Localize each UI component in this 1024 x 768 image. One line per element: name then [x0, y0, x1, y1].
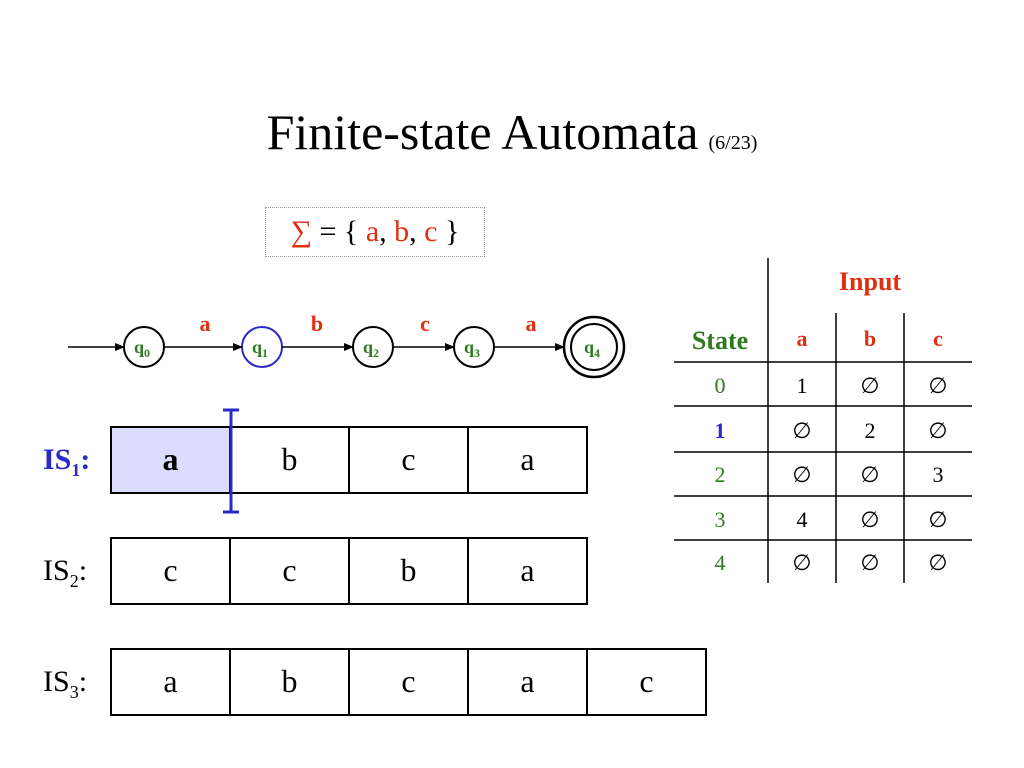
tape-cell: b — [350, 539, 469, 603]
comma: , — [379, 215, 387, 248]
table-cell: 2 — [865, 418, 876, 443]
alphabet-symbol-a: a — [365, 215, 380, 248]
table-cell: ∅ — [792, 462, 811, 487]
state-label-q4: q4 — [584, 337, 600, 360]
table-cell: 3 — [933, 462, 944, 487]
state-header: State — [692, 326, 748, 355]
page-indicator: (6/23) — [708, 132, 758, 154]
table-state-2: 2 — [715, 462, 726, 487]
transition-label: a — [200, 311, 211, 336]
alphabet-definition: ∑ = { a, b, c } — [265, 207, 485, 257]
tape-cell: b — [231, 650, 350, 714]
table-cell: ∅ — [860, 373, 879, 398]
fsa-graph: q0 q1 q2 q3 q4 a b c a — [68, 311, 626, 379]
comma: , — [409, 215, 417, 248]
table-state-1: 1 — [715, 418, 726, 443]
state-label-q0: q0 — [134, 337, 150, 360]
transition-label: b — [311, 311, 323, 336]
tape-cell: c — [639, 663, 654, 699]
tape-cell: a — [112, 650, 231, 714]
alphabet-symbol-c: c — [424, 215, 438, 248]
input-string-label-2: IS2: — [43, 554, 88, 591]
title-text: Finite-state Automata — [266, 104, 699, 160]
table-state-0: 0 — [715, 373, 726, 398]
state-label-q3: q3 — [464, 337, 480, 360]
tape-cell: a — [520, 552, 535, 588]
table-cell: ∅ — [928, 507, 947, 532]
transition-label: c — [420, 311, 430, 336]
state-label-q1: q1 — [252, 337, 268, 360]
table-cell: ∅ — [860, 550, 879, 575]
table-cell: ∅ — [928, 418, 947, 443]
input-column-a: a — [797, 326, 808, 351]
tape-cell: c — [350, 650, 469, 714]
tape-cell: c — [231, 539, 350, 603]
table-cell: ∅ — [792, 418, 811, 443]
tape-cell: a — [520, 441, 535, 477]
table-cell: ∅ — [928, 373, 947, 398]
sigma-symbol: ∑ — [290, 215, 312, 248]
table-cell: 1 — [797, 373, 808, 398]
tape-cell: b — [231, 428, 350, 492]
table-state-3: 3 — [715, 507, 726, 532]
input-string-label-3: IS3: — [43, 665, 88, 702]
table-cell: 4 — [797, 507, 808, 532]
input-header: Input — [839, 267, 901, 296]
slide-title: Finite-state Automata (6/23) — [0, 100, 1024, 175]
input-string-label-1: IS1: — [43, 443, 91, 480]
state-q4 — [570, 323, 618, 371]
tape-cell: a — [469, 650, 588, 714]
table-cell: ∅ — [860, 507, 879, 532]
alphabet-symbol-b: b — [394, 215, 410, 248]
alphabet-suffix: } — [444, 215, 460, 248]
input-column-b: b — [864, 326, 876, 351]
alphabet-prefix: = { — [319, 215, 359, 248]
tape-cell: a — [112, 428, 231, 492]
transition-label: a — [526, 311, 537, 336]
tape-cell: c — [112, 539, 231, 603]
state-label-q2: q2 — [363, 337, 379, 360]
tape-cell: c — [350, 428, 469, 492]
table-state-4: 4 — [715, 550, 726, 575]
input-column-c: c — [933, 326, 943, 351]
table-cell: ∅ — [928, 550, 947, 575]
table-cell: ∅ — [792, 550, 811, 575]
table-cell: ∅ — [860, 462, 879, 487]
